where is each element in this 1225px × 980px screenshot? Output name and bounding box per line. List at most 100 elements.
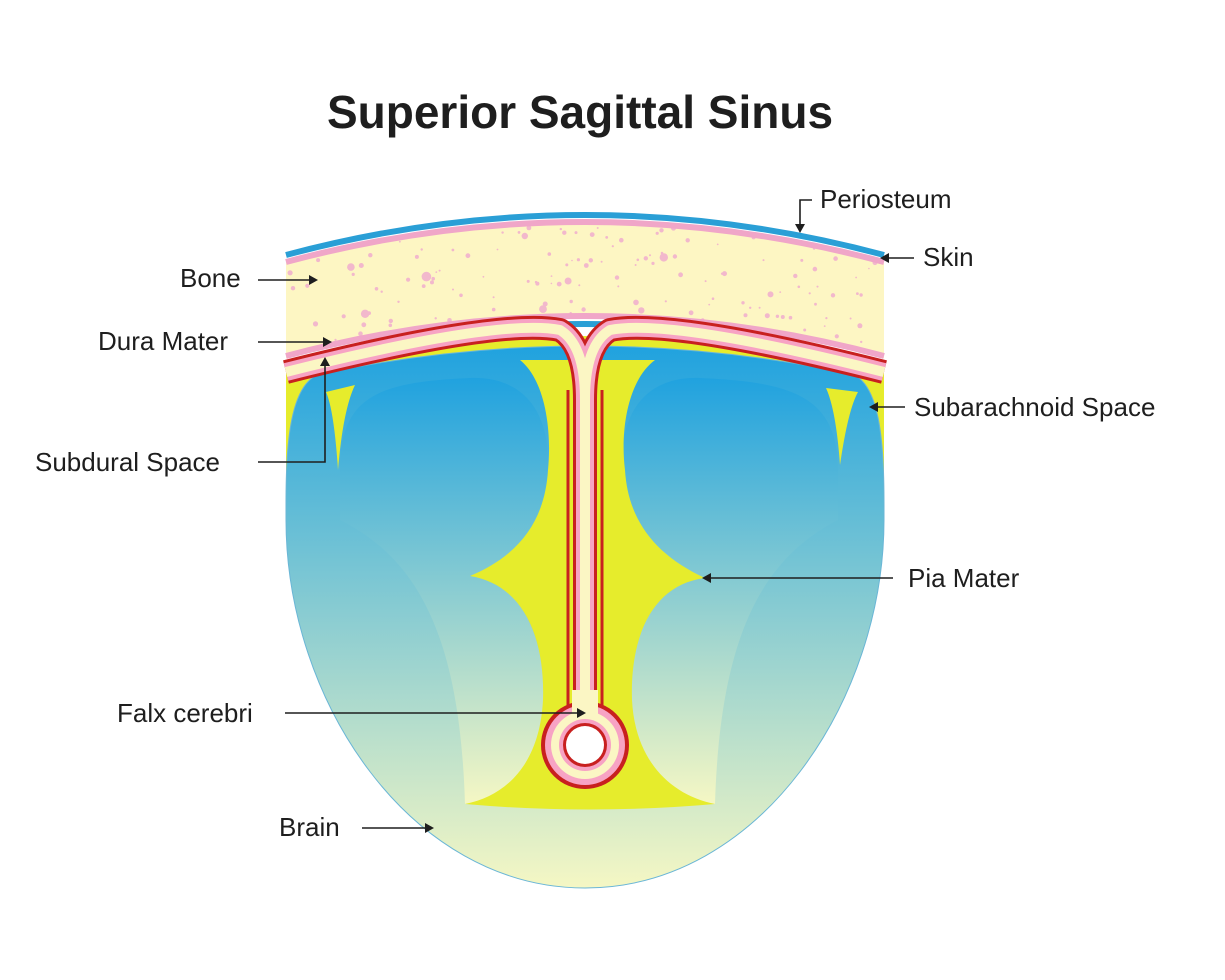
bone-speckle [542,301,548,307]
label-dura-mater-text: Dura Mater [98,326,228,356]
bone-speckle [406,277,411,282]
bone-speckle [830,293,836,298]
bone-speckle [676,201,679,204]
bone-speckle [547,252,552,256]
bone-speckle [605,236,609,239]
bone-speckle [388,318,393,324]
bone-speckle [302,214,306,218]
bone-speckle [360,309,370,318]
bone-speckle [775,314,780,318]
bone-speckle [762,259,765,262]
bone-speckle [431,276,436,281]
bone-speckle [580,198,583,201]
bone-speckle [392,196,397,201]
bone-speckle [357,221,363,225]
bone-speckle [643,256,648,261]
bone-speckle [659,228,664,233]
bone-speckle [459,293,463,298]
bone-speckle [367,190,371,194]
bone-speckle [562,230,567,235]
bone-speckle [330,226,334,229]
bone-speckle [465,253,471,259]
bone-speckle [684,189,686,191]
bone-speckle [397,300,400,303]
bone-speckle [421,284,426,288]
bone-speckle [374,287,379,291]
bone-speckle [659,253,668,262]
bone-speckle [312,321,319,327]
bone-speckle [856,292,859,295]
bone-speckle [526,225,532,231]
bone-speckle [334,207,337,210]
bone-speckle [857,323,863,329]
label-pia-mater-text: Pia Mater [908,563,1020,593]
bone-speckle [767,291,774,298]
bone-speckle [860,340,863,344]
bone-speckle [834,334,839,339]
bone-speckle [716,243,719,246]
bone-speckle [496,248,499,251]
bone-speckle [649,254,651,257]
bone-speckle [438,269,441,272]
bone-speckle [564,277,572,285]
bone-speckle [316,258,321,263]
bone-speckle [305,283,310,288]
label-pia-mater: Pia Mater [702,563,1020,593]
bone-speckle [434,317,437,320]
bone-speckle [863,221,867,222]
bone-speckle [800,258,804,262]
bone-speckle [779,291,782,293]
bone-speckle [681,189,684,192]
label-skin: Skin [880,242,974,272]
bone-speckle [633,299,639,306]
bone-speckle [526,279,530,283]
bone-speckle [614,275,620,280]
bone-speckle [719,206,723,210]
label-subdural-space: Subdural Space [35,357,330,477]
diagram-title: Superior Sagittal Sinus [327,86,833,138]
bone-speckle [569,299,573,304]
bone-speckle [521,232,528,240]
bone-speckle [790,194,792,196]
bone-speckle [287,270,293,276]
bone-speckle [331,217,333,219]
bone-speckle [664,300,667,303]
bone-speckle [849,317,852,320]
label-subarachnoid-space: Subarachnoid Space [869,392,1155,422]
bone-speckle [361,322,367,328]
bone-speckle [793,273,798,279]
bone-speckle [657,203,660,206]
bone-speckle [358,263,364,268]
bone-speckle [451,248,455,252]
bone-speckle [619,237,624,243]
bone-speckle [365,221,371,224]
bone-speckle [708,303,711,306]
label-dura-mater: Dura Mater [98,326,332,356]
bone-speckle [344,223,350,229]
bone-speckle [559,227,562,231]
bone-speckle [758,306,761,309]
bone-speckle [825,317,828,320]
bone-speckle [543,200,545,202]
bone-speckle [636,258,640,262]
bone-speckle [341,314,346,319]
bone-speckle [809,211,811,213]
bone-speckle [574,231,578,235]
bone-speckle [573,191,575,193]
bone-speckle [578,284,581,287]
bone-speckle [634,264,637,266]
bone-speckle [491,307,496,312]
bone-speckle [755,212,758,215]
bone-speckle [420,248,423,251]
bone-speckle [337,213,339,215]
bone-speckle [367,225,373,231]
bone-speckle [764,313,770,319]
bone-speckle [859,293,863,297]
bone-speckle [550,282,553,285]
bone-speckle [812,266,818,272]
bone-speckle [539,305,547,313]
bone-speckle [482,275,485,278]
brain-left-hemisphere [340,377,548,804]
bone-speckle [616,193,619,196]
